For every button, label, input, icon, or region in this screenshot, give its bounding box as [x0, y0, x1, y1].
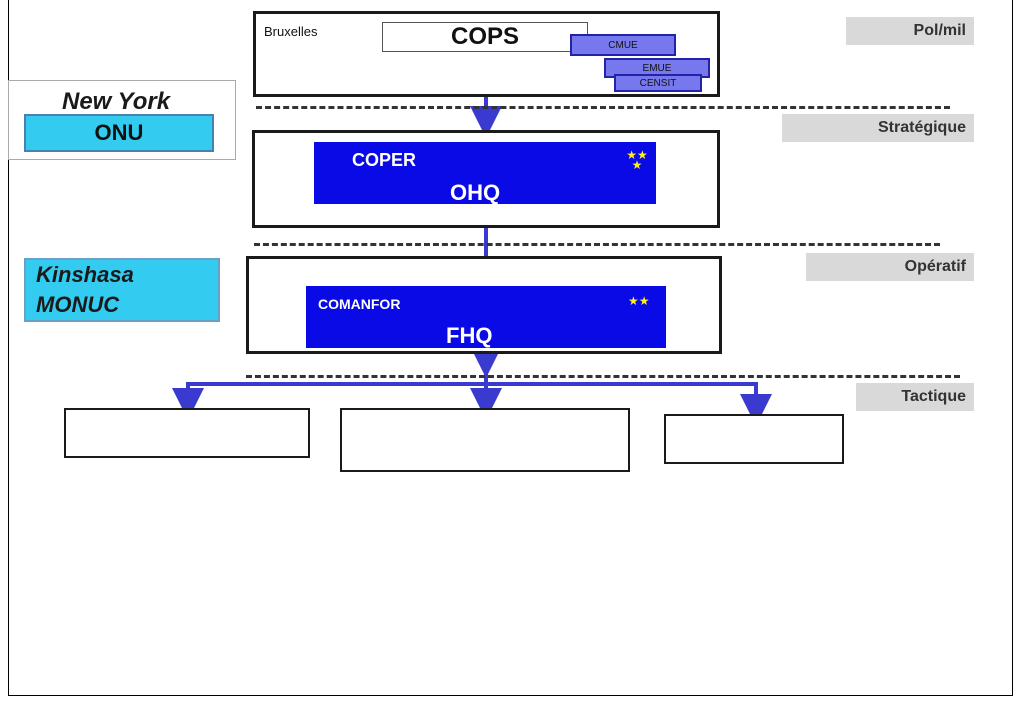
emue-label: EMUE [642, 62, 672, 74]
newyork-label: New York [62, 88, 171, 115]
tactical-box-left [64, 408, 310, 458]
tactical-box-center [340, 408, 630, 472]
censit-label: CENSIT [639, 77, 677, 89]
level-strategique: Stratégique [782, 114, 974, 142]
fhq-stars-icon: ★★ [628, 294, 650, 308]
censit-box: CENSIT [614, 74, 702, 92]
level-operatif: Opératif [806, 253, 974, 281]
arrow-fhq-right [486, 382, 772, 426]
ohq-label: OHQ [450, 180, 501, 205]
fhq-label: FHQ [446, 323, 493, 348]
diagram-frame [8, 0, 1013, 696]
separator-polmil-strategique [256, 106, 950, 109]
level-polmil: Pol/mil [846, 17, 974, 45]
cops-label: COPS [450, 23, 519, 50]
kinshasa-box [24, 258, 220, 322]
arrow-fhq-left [172, 382, 486, 420]
monuc-label: MONUC [36, 292, 120, 317]
cmue-box: CMUE [570, 34, 676, 56]
ohq-panel [314, 142, 656, 204]
kinshasa-label: Kinshasa [36, 262, 134, 287]
onu-label: ONU [94, 120, 144, 145]
comanfor-label: COMANFOR [318, 296, 401, 312]
bruxelles-label: Bruxelles [264, 24, 318, 39]
level-tactique: Tactique [856, 383, 974, 411]
tactical-box-right [664, 414, 844, 464]
onu-box: ONU [24, 114, 214, 152]
separator-operatif-tactique [246, 375, 960, 378]
separator-strategique-operatif [254, 243, 940, 246]
cmue-label: CMUE [608, 39, 638, 51]
coper-label: COPER [352, 150, 417, 170]
ohq-stars-icon: ★★★ [626, 148, 648, 172]
fhq-panel [306, 286, 666, 348]
cops-box: COPS [382, 22, 588, 52]
